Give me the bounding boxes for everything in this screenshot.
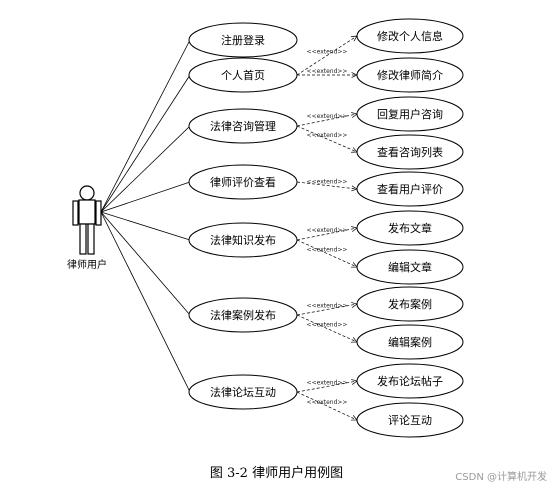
use-case-reply-consult: 回复用户咨询 (356, 96, 464, 132)
extend-line (296, 125, 358, 153)
extend-label: <<extend>> (307, 303, 348, 310)
association-line (100, 211, 191, 241)
extend-relation: <<extend>> (296, 391, 358, 421)
actor-lawyer: 律师用户 (67, 185, 107, 271)
actor-label: 律师用户 (67, 258, 107, 271)
actor-arm-right (95, 200, 102, 226)
use-case-forum-interact: 法律论坛互动 (188, 374, 298, 410)
use-case-edit-personal-info: 修改个人信息 (356, 18, 464, 54)
use-case-edit-article: 编辑文章 (356, 249, 464, 285)
use-case-review-view: 律师评价查看 (188, 164, 298, 200)
use-case-label: 编辑文章 (388, 260, 432, 274)
use-case-label: 修改律师简介 (377, 68, 443, 82)
extend-label: <<extend>> (307, 322, 348, 329)
extend-relation: <<extend>> (296, 112, 358, 127)
extend-relation: <<extend>> (297, 68, 358, 78)
use-case-personal-home: 个人首页 (188, 57, 298, 93)
extend-relation: <<extend>> (296, 379, 358, 393)
extend-line (296, 227, 358, 241)
use-case-edit-case: 编辑案例 (356, 324, 464, 360)
association-line (100, 39, 191, 213)
association-line (100, 74, 191, 213)
use-case-label: 法律咨询管理 (210, 119, 276, 133)
use-case-label: 法律论坛互动 (210, 385, 276, 399)
use-case-label: 编辑案例 (388, 335, 432, 349)
extend-line (296, 181, 358, 190)
extension-use-cases: 修改个人信息 修改律师简介 回复用户咨询 查看咨询列表 查看用户评价 发布文章 … (356, 18, 464, 438)
association-line (100, 211, 191, 316)
use-case-view-user-review: 查看用户评价 (356, 171, 464, 207)
use-case-knowledge-publish: 法律知识发布 (188, 222, 298, 258)
extend-line (296, 314, 358, 343)
association-line (100, 181, 191, 213)
main-use-cases: 注册登录 个人首页 法律咨询管理 律师评价查看 法律知识发布 法律案例发布 法律… (188, 22, 298, 410)
use-case-label: 发布论坛帖子 (377, 374, 443, 388)
association-line (100, 211, 191, 393)
association-line (100, 125, 191, 213)
actor-leg-right (87, 223, 95, 255)
extend-arrowhead (350, 147, 358, 153)
use-case-label: 修改个人信息 (377, 29, 443, 43)
actor-arm-left (72, 200, 79, 226)
extend-line (296, 303, 358, 316)
use-case-label: 法律案例发布 (210, 308, 276, 322)
extend-line (296, 239, 358, 268)
extend-label: <<extend>> (307, 179, 348, 186)
extend-label: <<extend>> (307, 399, 348, 406)
actor-head (79, 185, 95, 201)
actor-body (78, 199, 96, 225)
use-case-consult-manage: 法律咨询管理 (188, 108, 298, 144)
use-case-label: 注册登录 (221, 33, 265, 47)
use-case-publish-case: 发布案例 (356, 286, 464, 322)
use-case-comment-interact: 评论互动 (356, 402, 464, 438)
use-case-label: 评论互动 (388, 413, 432, 427)
use-case-label: 个人首页 (221, 68, 265, 82)
extend-line (296, 113, 358, 127)
association-lines (100, 39, 191, 393)
extend-relation: <<extend>> (296, 226, 358, 241)
use-case-view-consult-list: 查看咨询列表 (356, 134, 464, 170)
use-case-label: 回复用户咨询 (377, 107, 443, 121)
use-case-label: 发布文章 (388, 221, 432, 235)
actor-leg-left (79, 223, 87, 255)
watermark: CSDN @计算机开发 (455, 472, 547, 483)
extend-label: <<extend>> (307, 113, 348, 120)
extend-label: <<extend>> (307, 227, 348, 234)
extend-relation: <<extend>> (296, 239, 358, 268)
extend-line (296, 35, 358, 76)
extend-relation: <<extend>> (296, 314, 358, 343)
use-case-label: 查看咨询列表 (377, 145, 443, 159)
extend-line (296, 380, 358, 393)
extend-label: <<extend>> (307, 380, 348, 387)
extend-line (296, 391, 358, 421)
use-case-publish-article: 发布文章 (356, 210, 464, 246)
extend-label: <<extend>> (307, 68, 348, 75)
use-case-label: 查看用户评价 (377, 182, 443, 196)
extend-relation: <<extend>> (296, 179, 358, 192)
extend-label: <<extend>> (307, 247, 348, 254)
use-case-edit-lawyer-bio: 修改律师简介 (356, 57, 464, 93)
extend-label: <<extend>> (307, 132, 348, 139)
extend-relations: <<extend>> <<extend>> <<extend>> <<extend>>… (296, 35, 358, 421)
extend-relation: <<extend>> (296, 302, 358, 316)
use-case-label: 律师评价查看 (210, 175, 276, 189)
extend-relation: <<extend>> (296, 125, 358, 153)
use-case-register-login: 注册登录 (188, 22, 298, 58)
use-case-publish-forum-post: 发布论坛帖子 (356, 363, 464, 399)
use-case-label: 发布案例 (388, 297, 432, 311)
extend-label: <<extend>> (307, 49, 348, 56)
use-case-label: 法律知识发布 (210, 233, 276, 247)
use-case-case-publish: 法律案例发布 (188, 297, 298, 333)
figure-caption: 图 3-2 律师用户用例图 (209, 466, 344, 481)
